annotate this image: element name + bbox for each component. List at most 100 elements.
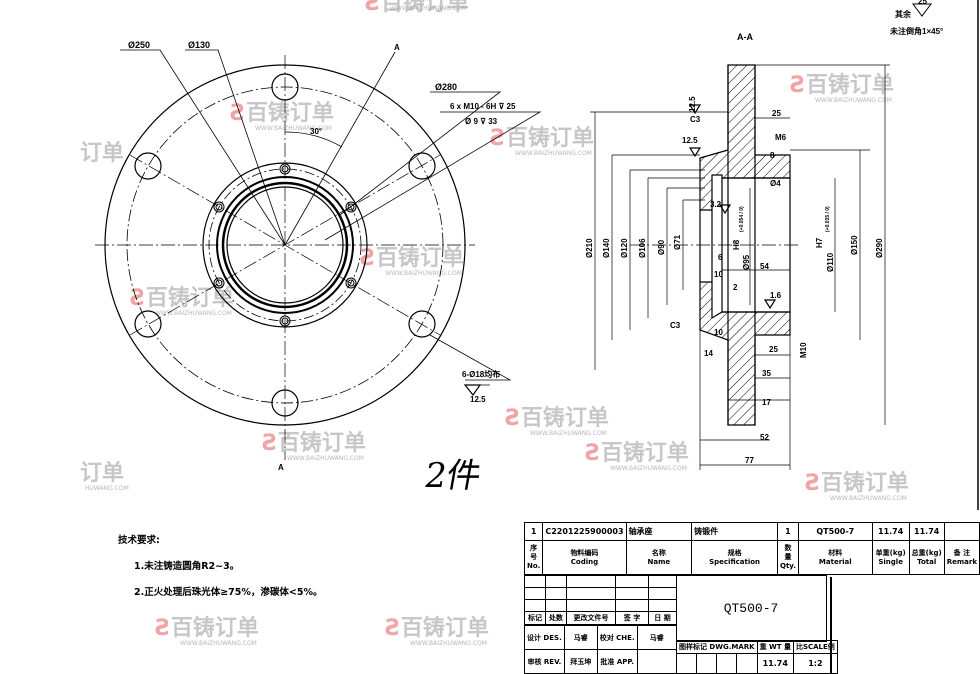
roughness-r4: 1.6 <box>770 291 782 300</box>
svg-text:Ƨ百铸订单: Ƨ百铸订单 <box>490 125 594 151</box>
drawing-info-block: 图样标记 DWG.MARK 重 WT 量 比SCALE例 11.74 1:2 <box>675 640 838 674</box>
svg-text:WWW.BAIZHUWANG.COM: WWW.BAIZHUWANG.COM <box>180 640 257 647</box>
dim-d90: Ø90 <box>657 239 666 255</box>
svg-text:WWW.BAIZHUWANG.COM: WWW.BAIZHUWANG.COM <box>287 455 364 462</box>
handwritten-quantity: 2件 <box>421 456 485 496</box>
svg-text:WWW.BAIZHUWANG.COM: WWW.BAIZHUWANG.COM <box>155 310 232 317</box>
svg-text:WWW.BAIZHUWANG.COM: WWW.BAIZHUWANG.COM <box>515 150 592 157</box>
svg-text:Ƨ百铸订单: Ƨ百铸订单 <box>585 440 689 466</box>
dim-35: 35 <box>762 369 771 378</box>
fit-h7: H7 <box>815 237 824 248</box>
svg-text:WWW.BAIZHUWANG.COM: WWW.BAIZHUWANG.COM <box>255 125 332 132</box>
hole-callout: 6-Ø18均布 <box>462 369 500 379</box>
fit-h8: H8 <box>732 239 741 250</box>
svg-text:WWW.BAIZHUWANG.COM: WWW.BAIZHUWANG.COM <box>610 465 687 472</box>
dim-d250: Ø250 <box>128 40 150 50</box>
front-view <box>95 49 542 460</box>
part-qty: 1 <box>777 522 799 541</box>
dim-d280: Ø280 <box>435 82 457 92</box>
dim-6: 6 <box>718 253 723 262</box>
section-mark-top: A <box>394 43 400 52</box>
svg-text:Ƨ百铸订单: Ƨ百铸订单 <box>365 0 469 16</box>
svg-text:订单: 订单 <box>80 141 124 166</box>
svg-text:WWW.BAIZHUWANG.COM: WWW.BAIZHUWANG.COM <box>830 495 907 502</box>
technical-requirements: 技术要求: 1.未注铸造圆角R2~3。 2.正火处理后珠光体≥75%，渗碳体<5… <box>118 532 368 610</box>
section-mark-bottom: A <box>278 463 284 472</box>
section-view <box>590 64 890 470</box>
dim-25-top: 25 <box>772 109 781 118</box>
roughness-r3: 3.2 <box>710 200 722 209</box>
svg-text:Ƨ百铸订单: Ƨ百铸订单 <box>155 615 259 641</box>
dim-d110: Ø110 <box>826 252 835 272</box>
part-material: QT500-7 <box>797 522 873 541</box>
svg-text:WWW.BAIZHUWANG.COM: WWW.BAIZHUWANG.COM <box>410 640 487 647</box>
part-no: 1 <box>523 522 544 541</box>
dim-d71: Ø71 <box>673 234 682 250</box>
dim-d4: Ø4 <box>770 179 781 188</box>
dim-d290: Ø290 <box>875 238 884 258</box>
svg-text:HUWANG.COM: HUWANG.COM <box>85 485 129 492</box>
surface-value: 25 <box>918 0 927 6</box>
dim-17: 17 <box>762 398 771 407</box>
svg-text:Ƨ百铸订单: Ƨ百铸订单 <box>360 245 464 271</box>
dim-d150: Ø150 <box>850 235 859 255</box>
tol-h8: (+0.054 / 0) <box>739 206 745 232</box>
svg-text:WWW.BAIZHUWANG.COM: WWW.BAIZHUWANG.COM <box>390 5 467 12</box>
parts-list: 1 C2201225900003 轴承座 铸锻件 1 QT500-7 11.74… <box>523 522 980 575</box>
svg-text:Ƨ百铸订单: Ƨ百铸订单 <box>790 72 894 98</box>
dim-10b: 10 <box>714 328 723 337</box>
dim-2: 2 <box>733 283 738 292</box>
part-spec: 铸锻件 <box>691 522 778 541</box>
reviewer-name: 拜玉坤 <box>563 649 598 674</box>
weight-value: 11.74 <box>756 653 794 674</box>
thread-callout: 6 x M10 - 6H ⊽ 25 <box>450 102 516 111</box>
approver-name <box>636 649 678 674</box>
part-row: 1 C2201225900003 轴承座 铸锻件 1 QT500-7 11.74… <box>523 522 980 541</box>
dim-54: 54 <box>760 262 769 271</box>
svg-text:Ƨ百铸订单: Ƨ百铸订单 <box>230 100 334 126</box>
dim-10a: 10 <box>714 270 723 279</box>
svg-text:Ƨ百铸订单: Ƨ百铸订单 <box>505 405 609 431</box>
surface-note: 25 其余 未注倒角1×45° <box>889 0 943 36</box>
revision-block: 标记 处数 更改文件号 签 字 日 期 <box>524 575 677 625</box>
dim-d106: Ø106 <box>638 238 647 258</box>
svg-text:Ƨ百铸订单: Ƨ百铸订单 <box>130 285 234 311</box>
chamfer-c3-top: C3 <box>690 115 701 124</box>
part-remark <box>943 522 980 541</box>
roughness-label: 12.5 <box>470 395 486 404</box>
tol-h7: (+0.035 / 0) <box>825 206 831 232</box>
roughness-r2: 12.5 <box>682 136 698 145</box>
section-view-labels: A-A 12.5 C3 12.5 3.2 1.6 C3 Ø210 Ø140 Ø1… <box>585 32 884 465</box>
roughness-r1: 12.5 <box>688 96 697 112</box>
part-name: 轴承座 <box>625 522 693 541</box>
dim-14: 14 <box>704 349 713 358</box>
surface-note-label: 其余 <box>895 9 912 19</box>
dim-d210: Ø210 <box>585 238 594 258</box>
part-coding: C2201225900003 <box>542 522 627 541</box>
thread-depth-callout: Ø 9 ⊽ 33 <box>465 117 498 126</box>
svg-text:Ƨ百铸订单: Ƨ百铸订单 <box>385 615 489 641</box>
checker-name: 马睿 <box>636 625 678 650</box>
section-label: A-A <box>737 32 753 42</box>
svg-text:WWW.BAIZHUWANG.COM: WWW.BAIZHUWANG.COM <box>530 430 607 437</box>
angle-label: 30° <box>310 127 322 136</box>
signature-block: 设计 DES. 马睿 校对 CHE. 马睿 审核 REV. 拜玉坤 批准 APP… <box>524 625 678 674</box>
tech-req-item: 2.正火处理后珠光体≥75%，渗碳体<5%。 <box>134 587 323 598</box>
dim-25-bottom: 25 <box>769 345 778 354</box>
dim-52: 52 <box>760 433 769 442</box>
dim-77: 77 <box>745 456 754 465</box>
dim-d140: Ø140 <box>602 238 611 258</box>
tech-req-item: 1.未注铸造圆角R2~3。 <box>134 561 240 572</box>
dim-d95: Ø95 <box>742 254 751 270</box>
chamfer-c3-bottom: C3 <box>670 321 681 330</box>
material-title: QT500-7 <box>676 575 827 642</box>
dim-d120: Ø120 <box>620 238 629 258</box>
part-total-weight: 11.74 <box>908 522 945 541</box>
dim-8: 8 <box>770 151 775 160</box>
title-block-border <box>830 577 832 673</box>
svg-text:WWW.BAIZHUWANG.COM: WWW.BAIZHUWANG.COM <box>815 97 892 104</box>
revision-header-row: 标记 处数 更改文件号 签 字 日 期 <box>524 611 677 625</box>
